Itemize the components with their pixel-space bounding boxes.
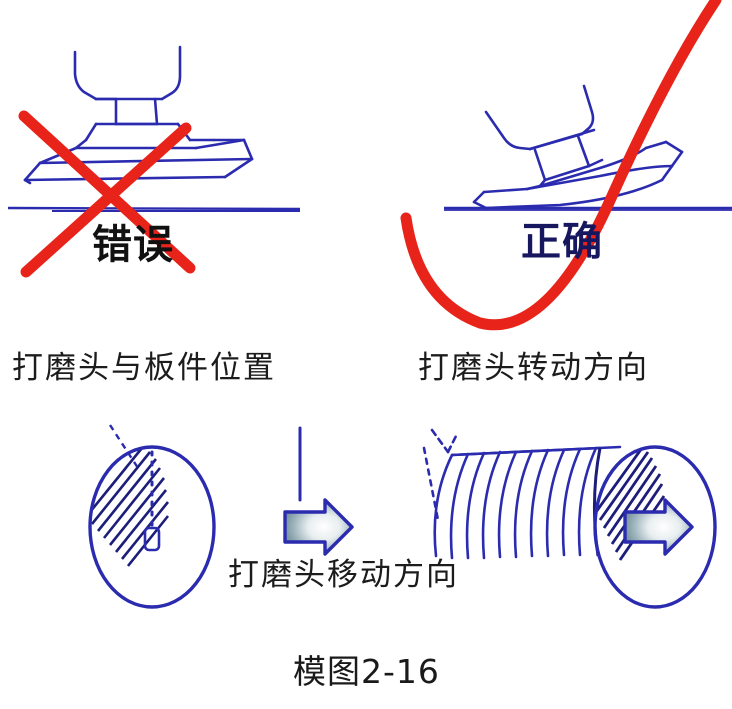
sanding-disc-left (88, 424, 216, 609)
workpiece-surface-left (7, 206, 301, 212)
verdict-label-wrong: 错误 (92, 222, 174, 268)
figure-number-label: 模图2-16 (293, 652, 440, 691)
move-direction-arrow-right (623, 498, 694, 556)
move-direction-arrow-left (283, 498, 354, 556)
sanding-disc-trail (422, 428, 622, 560)
red-cross-mark (18, 110, 196, 278)
red-check-mark (400, 0, 722, 331)
caption-head-movement: 打磨头移动方向 (228, 557, 459, 592)
verdict-label-correct: 正确 (521, 219, 603, 265)
caption-head-rotation: 打磨头转动方向 (418, 350, 649, 385)
sander-flat-illustration (23, 45, 254, 185)
workpiece-surface-right (444, 206, 732, 211)
caption-head-position: 打磨头与板件位置 (12, 350, 276, 385)
sanding-disc-right (593, 445, 717, 609)
